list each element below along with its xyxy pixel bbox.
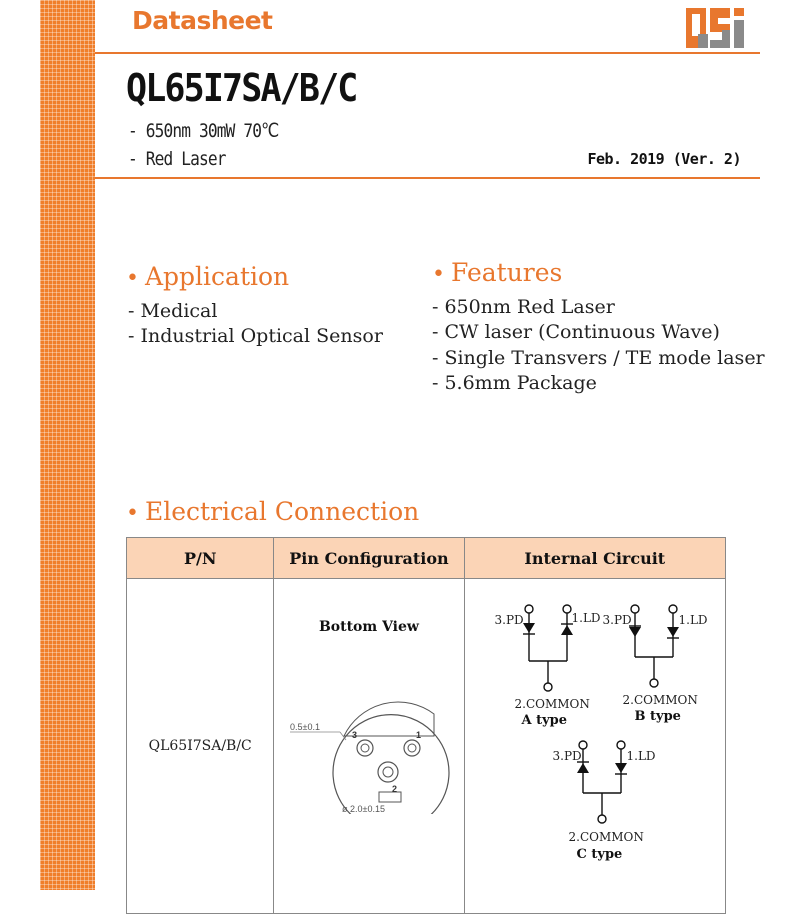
pd-pin-label: 3.PD	[494, 613, 524, 627]
table-header-row: P/N Pin Configuration Internal Circuit	[125, 537, 727, 579]
part-number-title: QL65I7SA/B/C	[126, 66, 358, 110]
title-rule	[95, 177, 760, 179]
circuit-type-label: C type	[576, 847, 623, 862]
common-pin-label: 2.COMMON	[568, 830, 644, 844]
datasheet-label: Datasheet	[132, 6, 273, 35]
feature-item: - Single Transvers / TE mode laser	[432, 347, 765, 369]
common-pin-label: 2.COMMON	[514, 697, 590, 711]
feature-item: - 5.6mm Package	[432, 372, 597, 394]
gap-dimension-label: 0.5±0.1	[290, 722, 320, 732]
pd-pin-label: 3.PD	[552, 749, 582, 763]
package-bottom-view-drawing: 0.5±0.1 3 1 2 ø 2.0±0.15	[290, 701, 450, 814]
application-heading: •Application	[126, 262, 290, 291]
features-heading: •Features	[432, 258, 563, 287]
decorative-side-stripe	[40, 0, 95, 890]
circuit-diagram-c	[576, 740, 627, 824]
pin-1-label: 1	[416, 730, 421, 740]
bottom-view-label: Bottom View	[318, 619, 419, 635]
subtitle-type: - Red Laser	[128, 148, 226, 170]
company-logo	[686, 8, 744, 48]
circuit-type-label: A type	[521, 713, 568, 728]
ld-pin-label: 1.LD	[626, 749, 656, 763]
common-pin-label: 2.COMMON	[622, 693, 698, 707]
electrical-connection-table: P/N Pin Configuration Internal Circuit Q…	[125, 537, 727, 914]
pin-2-label: 2	[392, 784, 397, 794]
feature-item: - 650nm Red Laser	[432, 296, 615, 318]
pn-cell: QL65I7SA/B/C	[125, 578, 275, 914]
diameter-dimension-label: ø 2.0±0.15	[342, 804, 385, 814]
circuit-diagram-b	[628, 604, 679, 688]
pin-3-label: 3	[352, 730, 357, 740]
internal-circuit-cell: 3.PD 1.LD 2.COMMON A type 3.PD 1.LD 2.CO…	[463, 578, 727, 914]
table-row: QL65I7SA/B/C Bottom View 0.5±0.1 3 1	[125, 578, 727, 914]
feature-item: - CW laser (Continuous Wave)	[432, 321, 720, 343]
pin-config-cell: Bottom View 0.5±0.1 3 1 2 ø 2.0±0.15	[273, 578, 465, 914]
column-header-pin-config: Pin Configuration	[273, 537, 465, 579]
circuit-diagram-a	[522, 604, 573, 692]
subtitle-spec: - 650nm 30mW 70℃	[128, 120, 279, 142]
header-rule	[95, 52, 760, 54]
ld-pin-label: 1.LD	[571, 611, 601, 625]
column-header-pn: P/N	[125, 537, 275, 579]
revision-date: Feb. 2019 (Ver. 2)	[587, 150, 741, 168]
ld-pin-label: 1.LD	[678, 613, 708, 627]
pd-pin-label: 3.PD	[602, 613, 632, 627]
application-item: - Medical	[128, 300, 218, 322]
electrical-heading: •Electrical Connection	[126, 497, 420, 526]
circuit-type-label: B type	[634, 709, 681, 724]
application-item: - Industrial Optical Sensor	[128, 325, 383, 347]
pn-value: QL65I7SA/B/C	[148, 738, 252, 754]
column-header-internal-circuit: Internal Circuit	[463, 537, 727, 579]
